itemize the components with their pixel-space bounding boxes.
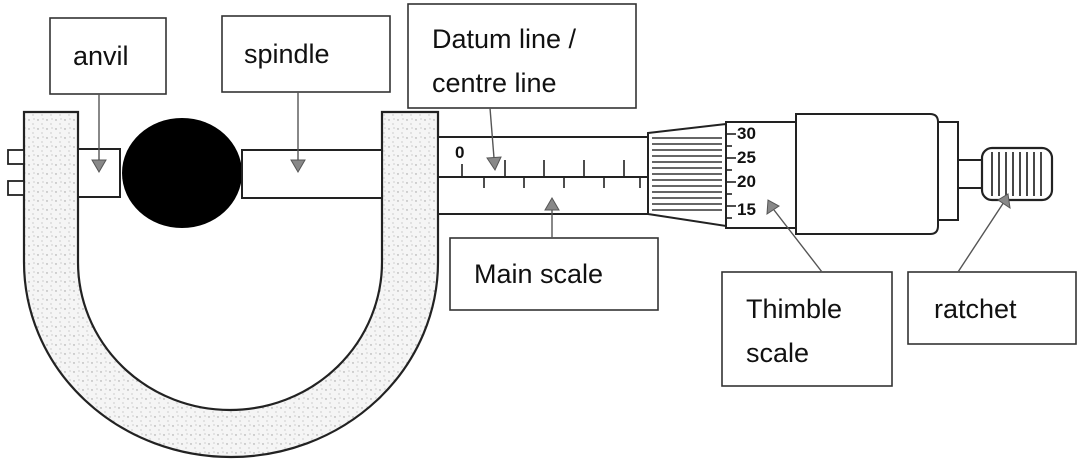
main-scale-zero: 0 bbox=[455, 143, 464, 162]
svg-text:scale: scale bbox=[746, 338, 809, 368]
thimble-number: 15 bbox=[737, 200, 756, 219]
svg-text:Main scale: Main scale bbox=[474, 259, 603, 289]
ratchet-knurl bbox=[991, 152, 1042, 196]
svg-text:Thimble: Thimble bbox=[746, 294, 842, 324]
label-thimble-scale: Thimble scale bbox=[721, 199, 893, 387]
svg-text:anvil: anvil bbox=[73, 41, 129, 71]
measured-object bbox=[122, 118, 242, 228]
ratchet-shaft bbox=[957, 159, 983, 189]
svg-text:Datum line /: Datum line / bbox=[432, 24, 577, 54]
thimble-body bbox=[795, 113, 939, 235]
label-main-scale: Main scale bbox=[449, 197, 659, 311]
thimble-scale-strip bbox=[725, 121, 797, 229]
label-datum-line: Datum line / centre line bbox=[407, 3, 637, 172]
thimble-number: 30 bbox=[737, 124, 756, 143]
main-scale-ticks bbox=[461, 160, 641, 188]
thimble-collar bbox=[937, 121, 959, 221]
label-spindle: spindle bbox=[221, 15, 391, 173]
svg-text:ratchet: ratchet bbox=[934, 294, 1017, 324]
svg-text:spindle: spindle bbox=[244, 39, 330, 69]
thimble-knurl-lines bbox=[652, 137, 722, 211]
spindle bbox=[241, 149, 383, 199]
frame bbox=[22, 110, 440, 459]
sleeve bbox=[437, 136, 649, 215]
svg-text:centre line: centre line bbox=[432, 68, 557, 98]
label-anvil: anvil bbox=[49, 17, 167, 173]
frame-lug-top bbox=[7, 149, 25, 165]
thimble-number: 25 bbox=[737, 148, 756, 167]
label-ratchet: ratchet bbox=[907, 193, 1077, 345]
thimble-scale-ticks bbox=[726, 133, 736, 219]
thimble-number: 20 bbox=[737, 172, 756, 191]
frame-lug-bottom bbox=[7, 180, 25, 196]
